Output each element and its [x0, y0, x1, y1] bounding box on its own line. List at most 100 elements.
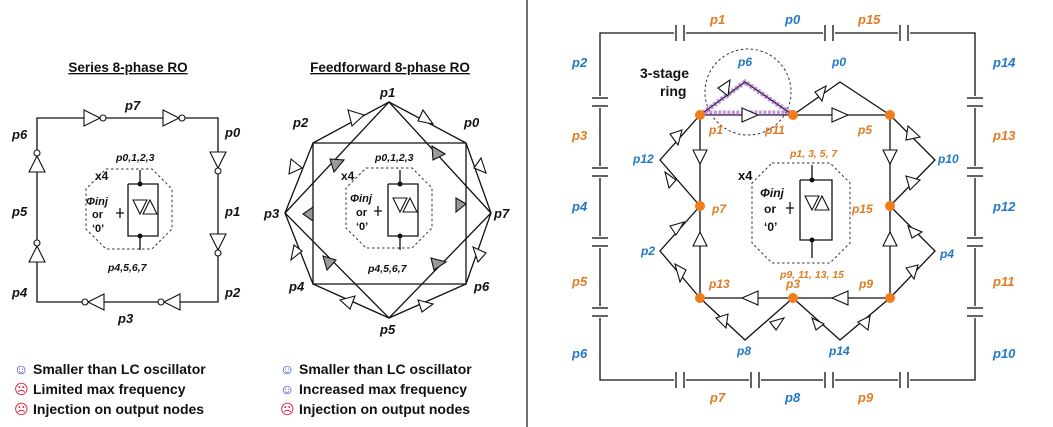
- capacitor-top-3: [898, 25, 910, 41]
- outer-left-p4: p4: [571, 199, 588, 214]
- inner-label-p2: p2: [640, 244, 655, 258]
- series-inverter-right-2: [209, 233, 227, 257]
- series-core-inj: Φinj: [86, 196, 109, 208]
- node-p3: [788, 293, 798, 303]
- node-p7: [695, 201, 705, 211]
- ff-grey-inverter-5: [322, 255, 337, 272]
- ff-label-p1: p1: [379, 85, 395, 100]
- outer-bottom-p8: p8: [784, 390, 801, 405]
- ff-bullet-text-3: Injection on output nodes: [299, 401, 470, 417]
- outer-right-p11: p11: [992, 274, 1014, 289]
- inner-label-p15: p15: [851, 202, 873, 216]
- bottom-zig: [699, 297, 891, 341]
- series-inverter-left-1: [28, 239, 46, 263]
- ff-inverter-3: [288, 157, 304, 175]
- node-p5: [885, 110, 895, 120]
- series-core-multiplier: x4: [95, 169, 109, 183]
- inner-inverter-6: [669, 129, 683, 147]
- ff-grey-inverter-3: [302, 205, 314, 223]
- capacitor-right-2: [967, 166, 983, 178]
- outer-top-p1: p1: [709, 12, 725, 27]
- inner-inverter-1: [741, 107, 760, 123]
- ff-label-p6: p6: [473, 279, 490, 294]
- ff-grey-inverter-2: [431, 144, 447, 161]
- sixteen-phase-diagram: 3-stage ring p1 p0 p15 p7 p8 p9 p2 p3 p4…: [571, 12, 1016, 405]
- inner-inverter-8: [882, 149, 898, 166]
- outer-right-p14: p14: [992, 55, 1016, 70]
- capacitor-left-4: [592, 306, 608, 318]
- ff-inverter-5: [290, 244, 303, 262]
- capacitor-top-1: [674, 25, 686, 41]
- top-right-zig: [792, 81, 891, 116]
- series-core-bottom-nodes: p4,5,6,7: [107, 262, 148, 274]
- inner-inverter-18: [830, 290, 849, 306]
- ff-inverter-7: [338, 295, 356, 310]
- capacitor-left-2: [592, 166, 608, 178]
- inner-inverter-10: [905, 175, 922, 192]
- inner-label-p4: p4: [939, 247, 954, 261]
- ff-inverter-2: [417, 108, 435, 125]
- feedforward-ro-diagram: Feedforward 8-phase RO p1 p2 p0 p3 p7 p4…: [263, 60, 510, 337]
- capacitor-right-3: [967, 236, 983, 248]
- series-core-top-nodes: p0,1,2,3: [115, 152, 155, 164]
- right-core-inj: Φinj: [760, 186, 785, 200]
- node-p9: [885, 293, 895, 303]
- ff-bullet-icon-2: ☺: [280, 381, 294, 397]
- inner-label-p5: p5: [857, 123, 872, 137]
- series-bullet-text-2: Limited max frequency: [33, 381, 186, 397]
- ff-label-p3: p3: [263, 206, 280, 221]
- outer-top-p15: p15: [857, 12, 881, 27]
- inner-inverter-4: [814, 84, 827, 103]
- series-label-p6: p6: [11, 127, 28, 142]
- ff-injection-core: x4 p0,1,2,3 p4,5,6,7 Φinj or ‘0’: [341, 152, 433, 275]
- ff-label-p0: p0: [463, 115, 480, 130]
- capacitor-bottom-1: [674, 372, 686, 388]
- series-inverter-top-1: [83, 109, 107, 127]
- inner-inverter-12: [907, 225, 924, 239]
- ff-grey-inverter-1: [329, 158, 346, 174]
- ff-core-multiplier: x4: [341, 169, 355, 183]
- node-p1: [695, 110, 705, 120]
- ff-label-p4: p4: [288, 279, 305, 294]
- outer-bottom-p7: p7: [709, 390, 726, 405]
- series-inverter-bottom-1: [157, 293, 181, 311]
- series-bullet-icon-1: ☺: [14, 361, 28, 377]
- inner-inverter-15: [674, 262, 687, 284]
- series-inverter-right-1: [209, 151, 227, 175]
- inner-inverter-5: [905, 124, 922, 141]
- series-label-p1: p1: [224, 204, 240, 219]
- series-bullet-icon-3: ☹: [14, 401, 29, 417]
- ff-bullet-text-1: Smaller than LC oscillator: [299, 361, 472, 377]
- series-label-p5: p5: [11, 204, 28, 219]
- ff-bullet-icon-1: ☺: [280, 361, 294, 377]
- ff-inverter-1: [347, 109, 366, 128]
- inner-inverter-22: [856, 315, 871, 332]
- series-bullet-text-1: Smaller than LC oscillator: [33, 361, 206, 377]
- inner-label-p0: p0: [831, 55, 846, 69]
- ff-core-or: or: [356, 207, 368, 219]
- inner-inverter-21: [811, 316, 826, 331]
- series-inverter-left-2: [28, 149, 46, 173]
- ff-grey-inverter-4: [455, 197, 467, 214]
- inner-label-p13: p13: [708, 277, 730, 291]
- capacitor-top-2: [823, 25, 835, 41]
- node-p15: [885, 201, 895, 211]
- ff-core-bottom-nodes: p4,5,6,7: [367, 263, 408, 275]
- capacitor-left-3: [592, 236, 608, 248]
- node-p13: [695, 293, 705, 303]
- inner-inverter-14: [882, 230, 898, 247]
- inner-inverter-9: [664, 170, 677, 190]
- outer-left-p6: p6: [571, 346, 588, 361]
- capacitor-bottom-2: [749, 372, 761, 388]
- inner-inverter-2: [831, 107, 850, 123]
- outer-right-p10: p10: [992, 346, 1016, 361]
- ff-inverter-4: [473, 156, 487, 174]
- series-injection-core: x4 p0,1,2,3 p4,5,6,7 Φinj or ‘0’: [85, 152, 173, 274]
- series-ro-diagram: Series 8-phase RO p7 p6 p0 p5 p1 p4 p2 p…: [11, 60, 241, 326]
- outer-ring-wire: [599, 32, 976, 381]
- ff-bullet-text-2: Increased max frequency: [299, 381, 467, 397]
- capacitor-left-1: [592, 96, 608, 108]
- series-core-zero: ‘0’: [92, 223, 104, 235]
- inner-label-p14: p14: [828, 344, 850, 358]
